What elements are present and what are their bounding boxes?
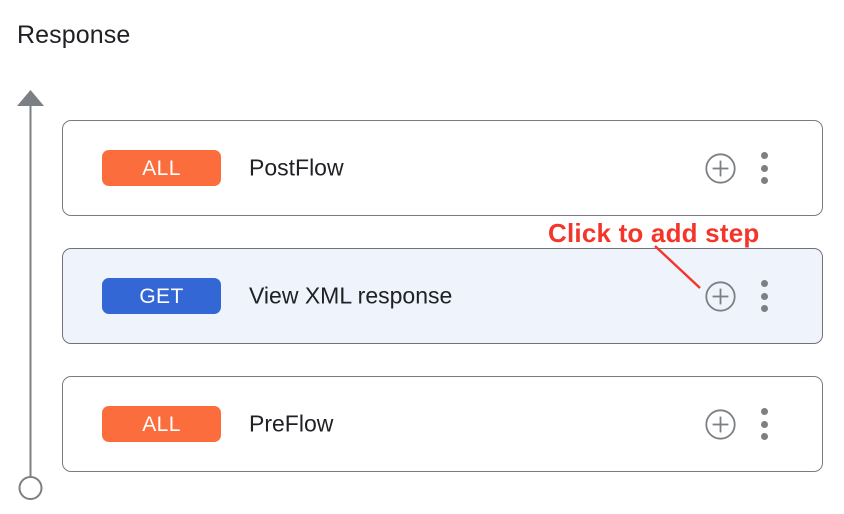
card-inner: GET View XML response <box>63 249 822 343</box>
flow-step-list: ALL PostFlow GET View XML response <box>62 120 823 504</box>
more-vertical-icon[interactable] <box>760 280 768 312</box>
plus-circle-icon[interactable] <box>705 152 736 184</box>
plus-circle-icon[interactable] <box>705 280 736 312</box>
arrow-up-icon <box>17 90 44 106</box>
menu-dot <box>760 292 768 300</box>
circle-node-icon <box>18 476 43 500</box>
step-name: PreFlow <box>249 410 334 437</box>
more-vertical-icon[interactable] <box>760 152 768 184</box>
method-badge-all: ALL <box>102 150 221 186</box>
flow-step-card-preflow[interactable]: ALL PreFlow <box>62 376 823 472</box>
more-vertical-icon[interactable] <box>760 408 768 440</box>
card-inner: ALL PreFlow <box>63 377 822 471</box>
page-title: Response <box>17 21 131 49</box>
menu-dot <box>760 164 768 172</box>
annotation-label: Click to add step <box>548 218 760 248</box>
menu-dot <box>760 408 768 415</box>
menu-dot <box>760 433 768 440</box>
method-badge-get: GET <box>102 278 221 314</box>
flow-direction-rail <box>17 90 44 500</box>
menu-dot <box>760 305 768 312</box>
step-name: PostFlow <box>249 154 344 181</box>
menu-dot <box>760 177 768 184</box>
menu-dot <box>760 420 768 428</box>
menu-dot <box>760 280 768 287</box>
step-name: View XML response <box>249 282 453 309</box>
card-inner: ALL PostFlow <box>63 121 822 215</box>
method-badge-all: ALL <box>102 406 221 442</box>
menu-dot <box>760 152 768 159</box>
flow-step-card-postflow[interactable]: ALL PostFlow <box>62 120 823 216</box>
flow-step-card-view-xml-response[interactable]: GET View XML response <box>62 248 823 344</box>
plus-circle-icon[interactable] <box>705 408 736 440</box>
